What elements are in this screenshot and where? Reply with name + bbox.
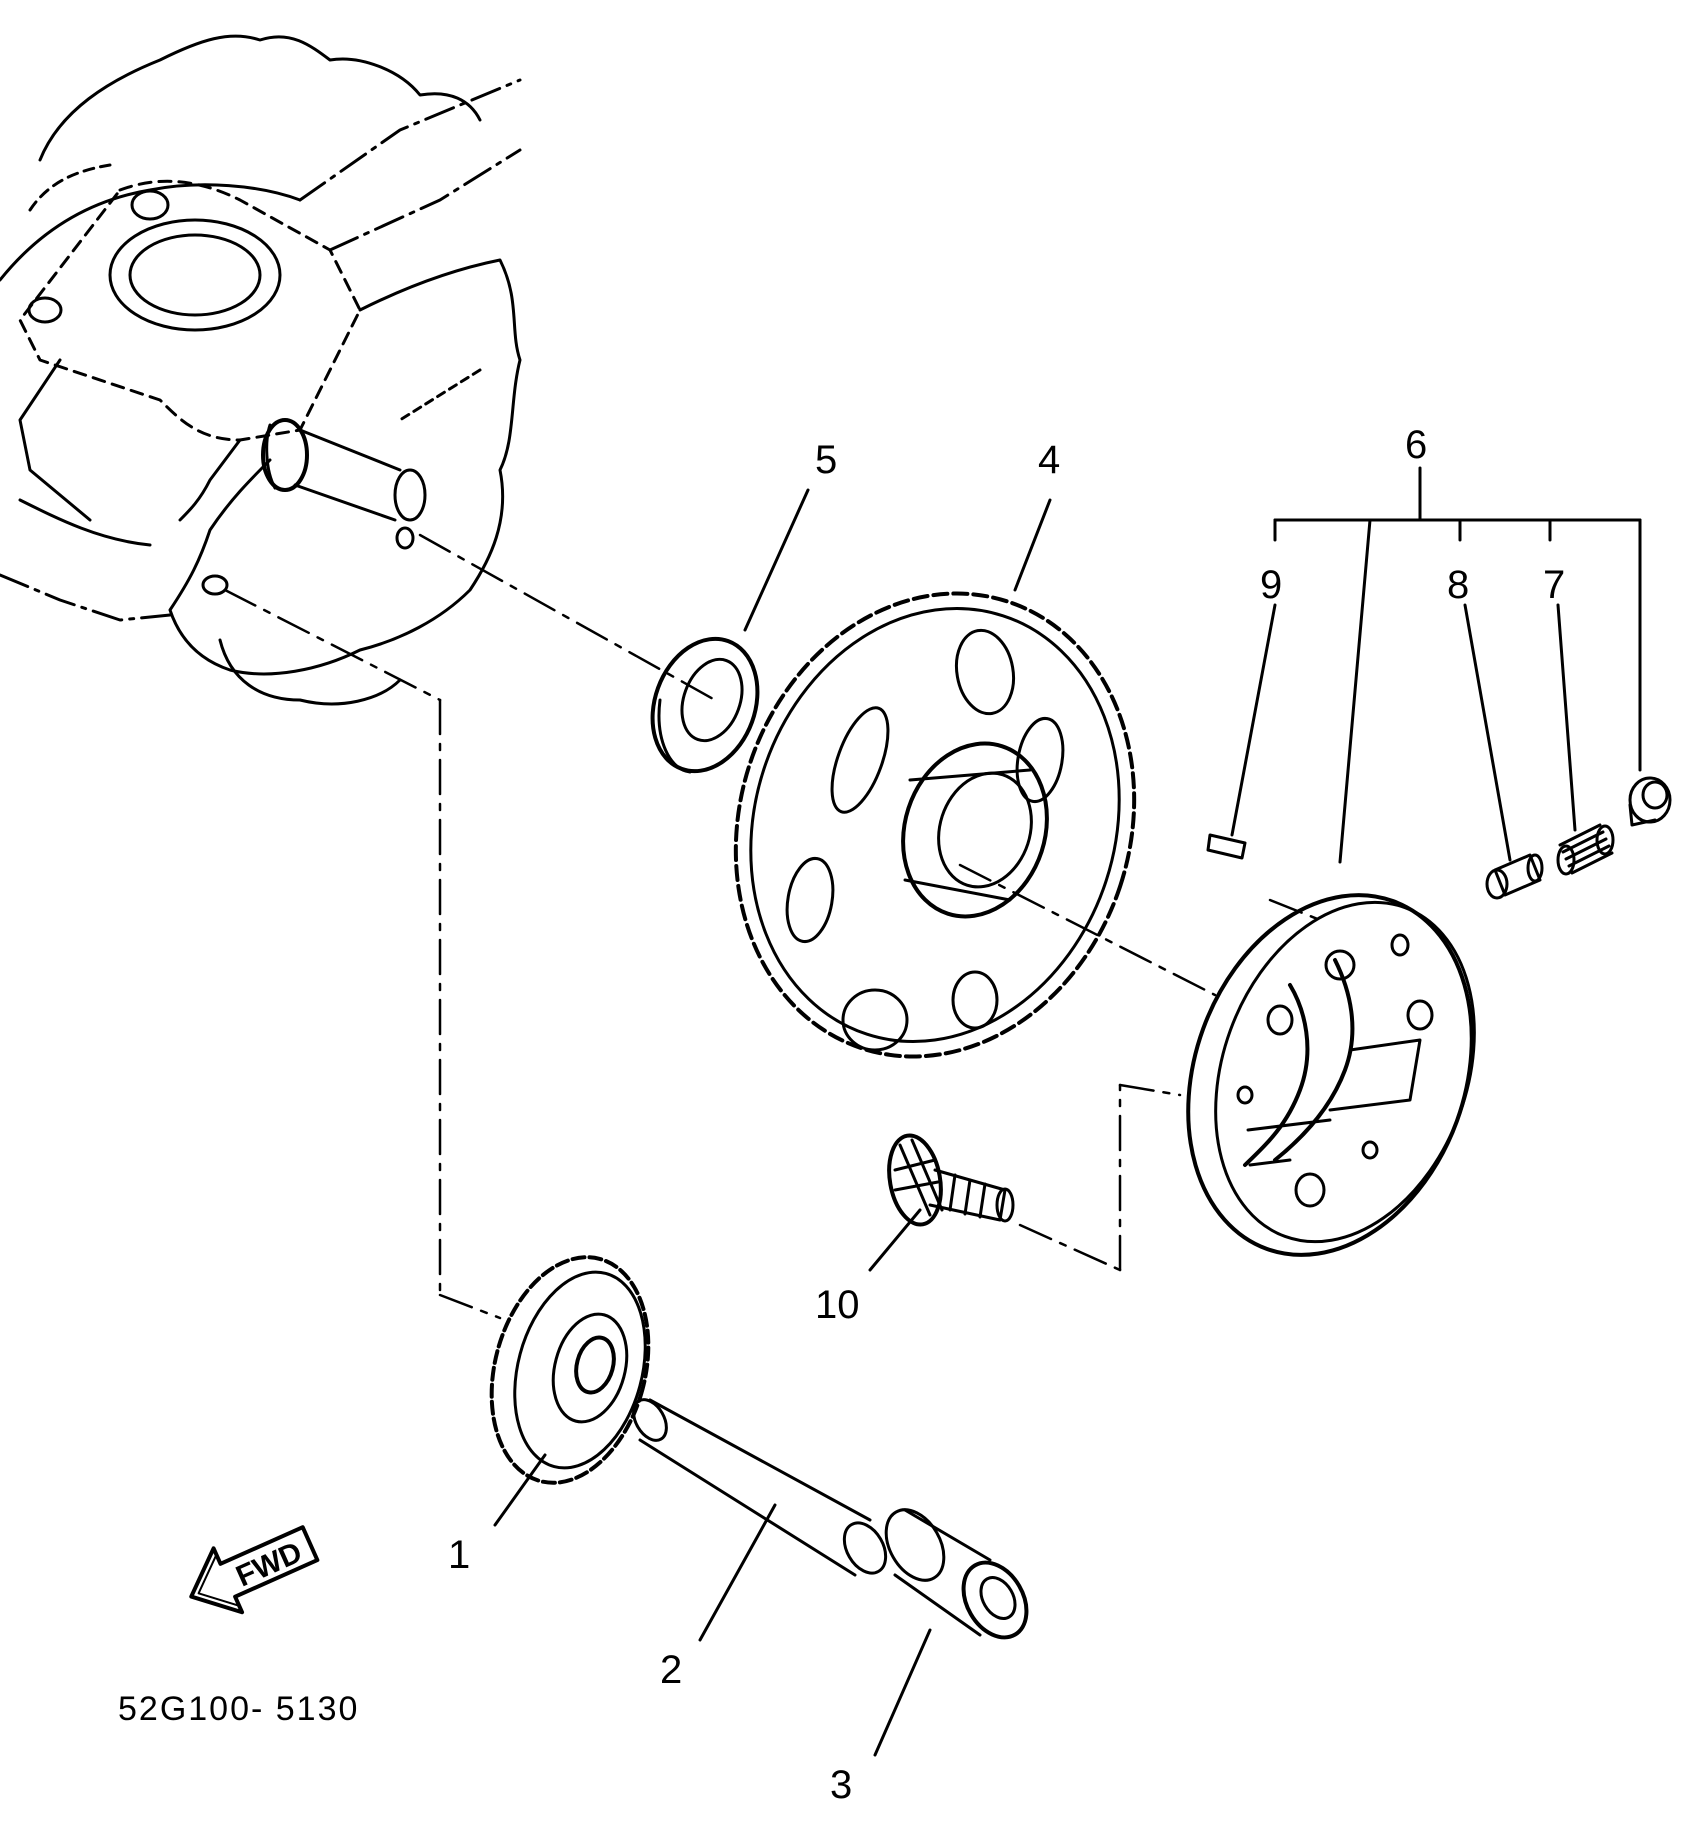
shaft-part-2	[632, 1398, 888, 1577]
diagram-code: 52G100- 5130	[118, 1690, 360, 1728]
part-label-8: 8	[1447, 563, 1470, 607]
part-label-5: 5	[815, 438, 838, 482]
part-label-6: 6	[1405, 423, 1428, 467]
part-label-7: 7	[1543, 563, 1566, 607]
forward-arrow-icon: FWD	[189, 1525, 320, 1615]
cap-part	[1628, 776, 1672, 827]
part-label-1: 1	[448, 1533, 471, 1577]
starter-clutch-part-6	[1186, 893, 1476, 1257]
part-6-bracket	[1273, 466, 1642, 864]
part-label-3: 3	[830, 1763, 853, 1807]
roller-part-8	[1485, 853, 1544, 900]
callout-leaders	[493, 488, 1577, 1757]
idler-gear-part-1	[489, 1255, 651, 1485]
bushing-part-3	[884, 1508, 1029, 1640]
spring-part-7	[1556, 823, 1615, 876]
pin-part-9	[1206, 833, 1247, 860]
part-label-2: 2	[660, 1648, 683, 1692]
part-label-9: 9	[1260, 563, 1283, 607]
starter-wheel-gear-part-4	[733, 591, 1137, 1059]
part-label-4: 4	[1038, 438, 1061, 482]
bolt-part-10	[887, 1133, 1015, 1227]
washer-part-5	[650, 636, 760, 774]
center-lines	[223, 533, 1322, 1320]
part-label-10: 10	[815, 1283, 860, 1327]
engine-crankcase	[0, 34, 522, 706]
